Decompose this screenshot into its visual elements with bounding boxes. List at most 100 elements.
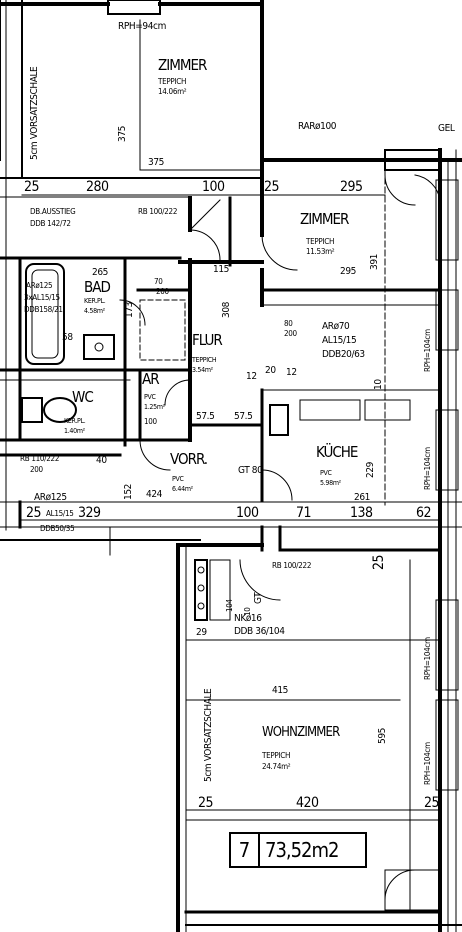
- dim-152: 152: [123, 484, 134, 500]
- bad-floor: KER.PL.: [84, 297, 106, 305]
- flur-area: 3.54m²: [192, 366, 213, 374]
- dim-115: 115: [213, 264, 229, 275]
- rph104-label-3: RPH=104cm: [423, 637, 432, 680]
- gt-label: GT: [253, 592, 264, 604]
- rb110-label: RB 110/222: [20, 454, 60, 463]
- dim-595: 595: [377, 728, 388, 744]
- wc-area: 1.40m²: [64, 427, 85, 435]
- dim-20: 20: [265, 365, 276, 376]
- dim-10-b: 10: [243, 607, 252, 616]
- dim-391: 391: [369, 254, 380, 270]
- kuche-floor: PVC: [320, 469, 332, 477]
- kuche-area: 5.98m²: [320, 479, 341, 487]
- dim-200-a: 200: [156, 287, 169, 296]
- dim-29: 29: [196, 627, 207, 638]
- dim-62: 62: [416, 505, 432, 521]
- dim-90-200: 200: [30, 465, 43, 474]
- dim-12-a: 12: [246, 371, 257, 382]
- ar-area: 1.25m²: [144, 403, 165, 411]
- dim-71: 71: [296, 505, 312, 521]
- ar-name: AR: [142, 370, 160, 388]
- dim-25-b: 25: [264, 179, 280, 195]
- dim-25-a: 25: [24, 179, 40, 195]
- rb100-bottom-label: RB 100/222: [272, 561, 312, 570]
- ddb50-label: DDB50/35: [40, 524, 75, 533]
- ddb142-label: DDB 142/72: [30, 219, 71, 228]
- ar70-label: ARø70: [322, 321, 350, 332]
- dim-308: 308: [221, 302, 232, 318]
- dim-25-d: 25: [198, 795, 214, 811]
- rph104-label-1: RPH=104cm: [423, 329, 432, 372]
- kuche-name: KÜCHE: [316, 443, 358, 461]
- dim-25-c: 25: [26, 505, 42, 521]
- dim-25-f: 25: [371, 554, 387, 570]
- wohnzimmer-floor: TEPPICH: [262, 751, 291, 760]
- dim-70: 70: [154, 277, 163, 286]
- dim-295-a: 295: [340, 179, 363, 195]
- dim-280: 280: [86, 179, 109, 195]
- unit-number: 7: [231, 834, 260, 866]
- rb100-top-label: RB 100/222: [138, 207, 178, 216]
- dim-229: 229: [365, 462, 376, 478]
- ar125-bottom-label: ARø125: [34, 492, 67, 503]
- wohnzimmer-area: 24.74m²: [262, 762, 291, 771]
- nk16-label: NKø16: [234, 613, 262, 624]
- dim-25-e: 25: [424, 795, 440, 811]
- rph104-label-4: RPH=104cm: [423, 742, 432, 785]
- gt80-label: GT 80: [238, 465, 263, 476]
- gel-label: GEL: [438, 123, 455, 134]
- dim-173: 173: [124, 302, 135, 318]
- al15-bottom-label: AL15/15: [46, 509, 74, 518]
- al15-bad-label: 3xAL15/15: [24, 293, 60, 302]
- zimmer2-floor: TEPPICH: [306, 237, 335, 246]
- dim-200-b: 200: [284, 329, 297, 338]
- dim-100-b: 100: [236, 505, 259, 521]
- zimmer1-floor: TEPPICH: [158, 77, 187, 86]
- dim-104: 104: [225, 599, 234, 612]
- al15-label: AL15/15: [322, 335, 357, 346]
- unit-area-box: 7 73,52m2: [229, 832, 367, 868]
- dim-58: 58: [62, 332, 73, 343]
- dim-261: 261: [354, 492, 370, 503]
- vorr-area: 6.44m²: [172, 485, 193, 493]
- zimmer1-name: ZIMMER: [158, 56, 207, 74]
- vorsatzschale-bottom-label: 5cm VORSATZSCHALE: [203, 688, 214, 782]
- dim-424: 424: [146, 489, 162, 500]
- ar-floor: PVC: [144, 393, 156, 401]
- dim-138: 138: [350, 505, 373, 521]
- dbausstieg-label: DB.AUSSTIEG: [30, 207, 76, 216]
- dim-80: 80: [284, 319, 293, 328]
- dim-375-vertical: 375: [117, 126, 128, 142]
- zimmer2-area: 11.53m²: [306, 247, 335, 256]
- dim-329: 329: [78, 505, 101, 521]
- flur-name: FLUR: [192, 331, 223, 349]
- dim-57-5-a: 57.5: [196, 411, 215, 422]
- wc-name: WC: [72, 388, 94, 406]
- dim-375-horizontal: 375: [148, 157, 164, 168]
- wohnzimmer-name: WOHNZIMMER: [262, 725, 340, 740]
- dim-265: 265: [92, 267, 108, 278]
- vorr-name: VORR.: [170, 450, 208, 468]
- dim-420: 420: [296, 795, 319, 811]
- vorr-floor: PVC: [172, 475, 184, 483]
- flur-floor: TEPPICH: [192, 356, 217, 364]
- dim-57-5-b: 57.5: [234, 411, 253, 422]
- dim-40: 40: [96, 455, 107, 466]
- dim-100-10: 100: [144, 417, 157, 426]
- ddb36-label: DDB 36/104: [234, 626, 285, 637]
- dim-295-b: 295: [340, 266, 356, 277]
- ddb20-label: DDB20/63: [322, 349, 365, 360]
- bad-area: 4.58m²: [84, 307, 105, 315]
- rar-label: RARø100: [298, 121, 337, 132]
- rph104-label-2: RPH=104cm: [423, 447, 432, 490]
- bad-name: BAD: [84, 278, 111, 296]
- vorsatzschale-top-label: 5cm VORSATZSCHALE: [29, 66, 40, 160]
- zimmer1-area: 14.06m²: [158, 87, 187, 96]
- dim-10-a: 10: [373, 379, 384, 390]
- zimmer2-name: ZIMMER: [300, 210, 349, 228]
- ddb158-label: DDB158/21: [24, 305, 63, 314]
- unit-total-area: 73,52m2: [265, 838, 339, 862]
- ar125-bad-label: ARø125: [26, 281, 53, 290]
- rph-top-label: RPH=94cm: [118, 21, 166, 32]
